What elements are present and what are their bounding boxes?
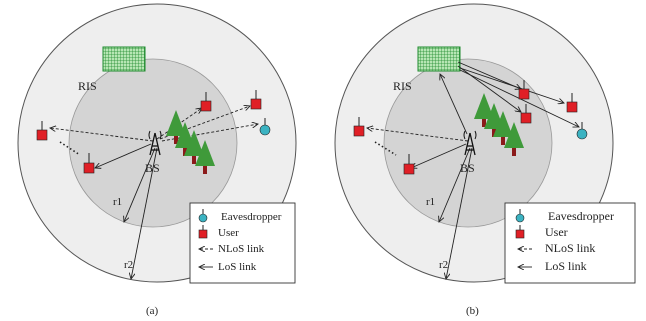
- ris-link: [459, 67, 564, 103]
- r1-label: r1: [426, 196, 435, 208]
- ris-link: [457, 61, 521, 89]
- user-icon: [403, 154, 415, 175]
- tree-icon: [184, 130, 204, 164]
- r2-label: r2: [124, 259, 133, 271]
- ris-label: RIS: [78, 79, 97, 93]
- r2-radius: [131, 147, 158, 279]
- tree-group: [166, 110, 215, 174]
- los-link-bs-ris: [440, 74, 468, 135]
- legend-nlos: NLoS link: [218, 243, 265, 255]
- r2-label: r2: [439, 259, 448, 271]
- legend: Eavesdropper User NLoS link LoS link: [504, 202, 636, 284]
- legend: Eavesdropper User NLoS link LoS link: [189, 202, 296, 284]
- eavesdropper-icon: [259, 118, 271, 136]
- legend-eavesdropper: Eavesdropper: [221, 211, 282, 223]
- user-icon: [250, 90, 262, 110]
- r2-radius: [446, 147, 473, 279]
- r1-label: r1: [113, 196, 122, 208]
- legend-user: User: [218, 227, 239, 239]
- ris-label: RIS: [393, 79, 412, 93]
- legend-user: User: [545, 225, 568, 239]
- base-station-icon: [463, 130, 477, 156]
- user-icon: [36, 121, 48, 141]
- panel-a: RIS BS: [17, 3, 297, 317]
- user-icon: [353, 117, 365, 137]
- user-icon: [518, 80, 530, 100]
- users: [36, 90, 262, 174]
- eavesdropper-icon: [576, 122, 588, 140]
- r1-radius: [439, 147, 471, 222]
- legend-los: LoS link: [218, 261, 257, 273]
- r1-radius: [124, 147, 156, 222]
- panel-b: RIS BS: [334, 3, 636, 317]
- user-icon: [200, 92, 212, 112]
- user-icon: [83, 153, 95, 174]
- tree-icon: [504, 122, 524, 156]
- nlos-link: [367, 128, 469, 142]
- tree-icon: [166, 110, 186, 144]
- bs-label: BS: [460, 161, 475, 175]
- caption-b: (b): [466, 305, 479, 317]
- bs-label: BS: [145, 161, 160, 175]
- tree-icon: [195, 140, 215, 174]
- legend-nlos: NLoS link: [545, 241, 595, 255]
- ris-panel-icon: [417, 46, 461, 72]
- dotted-link: [374, 141, 397, 156]
- los-link: [411, 143, 467, 168]
- users: [353, 80, 578, 175]
- nlos-link: [50, 128, 154, 142]
- caption-a: (a): [146, 305, 159, 317]
- user-icon: [520, 104, 532, 124]
- tree-icon: [474, 93, 494, 127]
- legend-eavesdropper: Eavesdropper: [548, 209, 614, 223]
- legend-los: LoS link: [545, 259, 587, 273]
- tree-group: [474, 93, 524, 156]
- tree-icon: [493, 111, 513, 145]
- base-station-icon: [148, 130, 162, 156]
- ris-panel-icon: [102, 46, 146, 72]
- los-link: [95, 143, 152, 168]
- user-icon: [566, 93, 578, 113]
